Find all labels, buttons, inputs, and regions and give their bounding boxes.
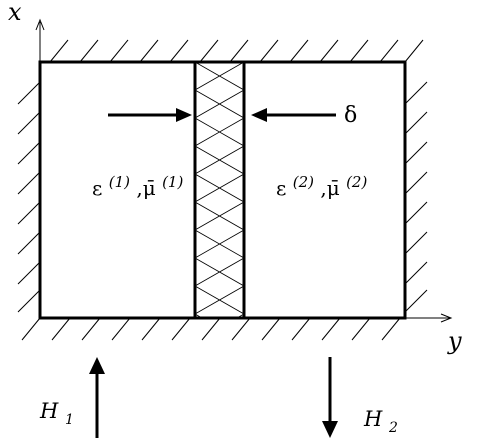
h2-arrow xyxy=(322,357,338,438)
region1-mu: ,μ̄ xyxy=(136,176,155,200)
region2-mu-superscript: (2) xyxy=(346,173,367,191)
region1-mu-superscript: (1) xyxy=(162,173,183,191)
waveguide-boundary xyxy=(38,60,407,320)
right-wall-hatching xyxy=(404,81,428,313)
y-axis-label: y xyxy=(447,327,462,355)
thickness-arrow-right xyxy=(251,108,336,122)
bottom-wall-hatching xyxy=(21,317,401,341)
h2-symbol: H xyxy=(363,407,383,431)
slab-crosshatch xyxy=(195,62,244,318)
h1-label: H 1 xyxy=(39,399,74,428)
region2-mu: ,μ̄ xyxy=(320,176,339,200)
thickness-label: δ xyxy=(344,103,357,128)
region2-label: ε (2) ,μ̄ (2) xyxy=(276,168,367,200)
thickness-arrow-left xyxy=(108,108,192,122)
h2-label: H 2 xyxy=(363,407,398,436)
region2-epsilon-superscript: (2) xyxy=(293,173,314,191)
region1-epsilon-superscript: (1) xyxy=(109,173,130,191)
h2-subscript: 2 xyxy=(388,420,398,436)
region1-epsilon: ε xyxy=(92,176,102,200)
region1-label: ε (1) ,μ̄ (1) xyxy=(92,168,183,200)
region2-epsilon: ε xyxy=(276,176,286,200)
h1-symbol: H xyxy=(39,399,59,423)
h1-arrow xyxy=(89,357,105,438)
h1-subscript: 1 xyxy=(65,412,74,428)
x-axis-label: x xyxy=(8,0,22,26)
left-wall-hatching xyxy=(17,81,41,313)
top-wall-hatching xyxy=(49,39,424,63)
